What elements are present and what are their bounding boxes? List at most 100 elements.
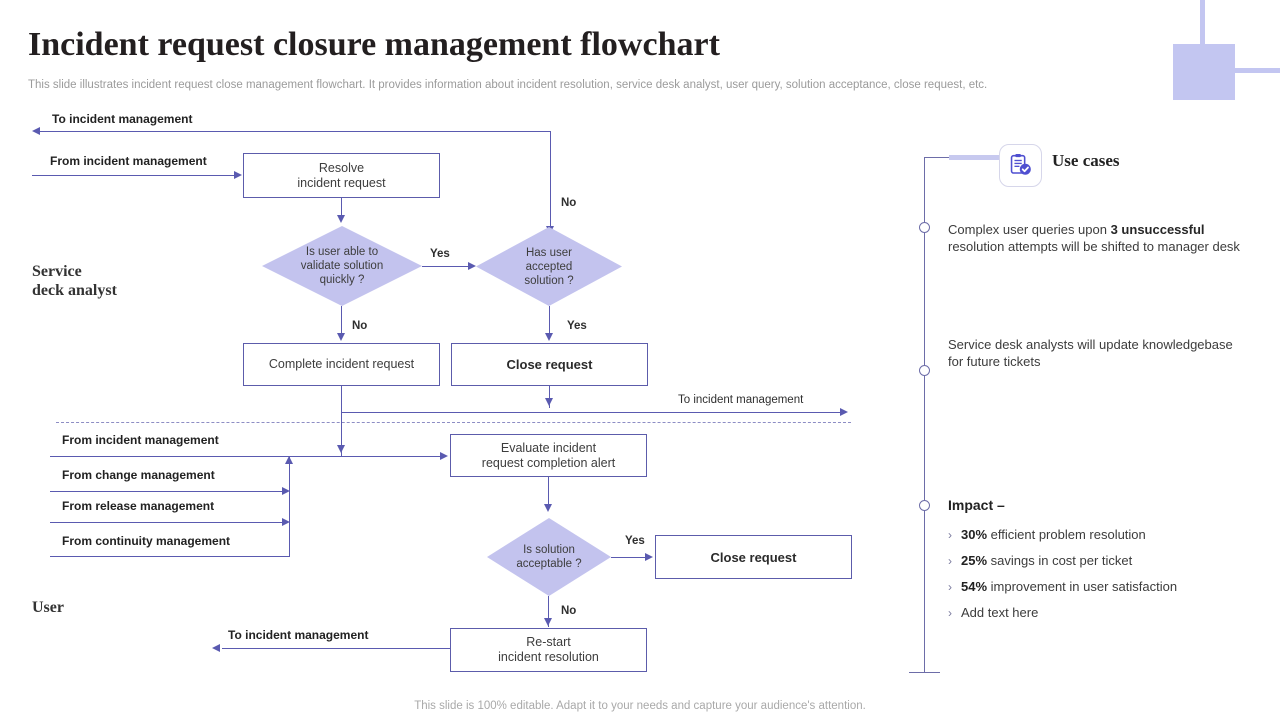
decision-validate-line3: quickly ? — [319, 274, 365, 286]
node-resolve-incident-request[interactable]: Resolve incident request — [243, 153, 440, 198]
arrowhead-to-incident-mid — [840, 408, 848, 416]
clipboard-check-icon — [1010, 154, 1031, 175]
arrowhead-resolve-to-validate — [337, 215, 345, 223]
decision-has-user-accepted[interactable]: Has user accepted solution ? — [476, 227, 622, 306]
decoration-square — [1173, 44, 1235, 100]
edge-label-to-incident-mid: To incident management — [678, 394, 804, 406]
use-case-item-1-post: resolution attempts will be shifted to m… — [948, 239, 1240, 254]
use-case-item-1: Complex user queries upon 3 unsuccessful… — [948, 221, 1248, 255]
edge-line-collector-riser — [289, 456, 290, 556]
impact-title: Impact – — [948, 497, 1005, 513]
arrowhead-to-incident-bottom — [212, 644, 220, 652]
swimlane-divider — [56, 422, 851, 423]
arrowhead-no-validate — [337, 333, 345, 341]
chevron-right-icon: › — [948, 528, 952, 542]
node-restart-incident-resolution[interactable]: Re-start incident resolution — [450, 628, 647, 672]
edge-label-no-accepted: No — [561, 197, 577, 209]
decision-validate-solution[interactable]: Is user able to validate solution quickl… — [262, 226, 422, 306]
decision-accepted-line3: solution ? — [524, 274, 574, 287]
arrowhead-from-change — [282, 487, 290, 495]
arrowhead-from-release — [282, 518, 290, 526]
edge-line-resolve-to-validate — [341, 198, 342, 218]
impact-item-2: ›25% savings in cost per ticket — [948, 553, 1132, 568]
chevron-right-icon: › — [948, 580, 952, 594]
decision-accepted-line1: Has user — [525, 246, 572, 259]
edge-label-yes-validate: Yes — [430, 248, 450, 260]
impact-item-1-strong: 30% — [961, 527, 988, 542]
lane-label-line1: Service — [32, 263, 82, 280]
use-cases-title: Use cases — [1052, 151, 1120, 170]
edge-label-yes-accepted: Yes — [567, 320, 587, 332]
decision-accepted-line2: accepted — [525, 260, 573, 273]
decision-acceptable-line1: Is solution — [523, 544, 575, 556]
edge-label-from-incident-mid: From incident management — [62, 433, 219, 447]
edge-line-yes-accepted — [549, 306, 550, 335]
edge-label-to-incident-bottom: To incident management — [228, 628, 369, 642]
node-complete-label: Complete incident request — [268, 357, 415, 371]
decision-validate-line2: validate solution — [300, 260, 384, 272]
timeline-dot-1 — [919, 222, 930, 233]
impact-item-3-text: improvement in user satisfaction — [987, 579, 1178, 594]
edge-line-from-incident-mid — [50, 456, 441, 457]
node-close-request-bottom[interactable]: Close request — [655, 535, 852, 579]
edge-line-from-release — [50, 522, 283, 523]
node-resolve-line1: Resolve — [318, 160, 365, 175]
decoration-horizontal-line — [1235, 68, 1280, 73]
node-restart-line2: incident resolution — [498, 650, 599, 664]
edge-line-close-top-down — [549, 386, 550, 408]
arrowhead-close-top-down — [545, 398, 553, 406]
node-restart-line1: Re-start — [526, 635, 571, 649]
arrowhead-collector-riser — [285, 456, 293, 464]
edge-line-yes-acceptable — [611, 557, 646, 558]
edge-line-from-continuity — [50, 556, 290, 557]
impact-item-1-text: efficient problem resolution — [987, 527, 1146, 542]
arrowhead-to-incident-top — [32, 127, 40, 135]
node-resolve-line2: incident request — [297, 175, 386, 190]
node-complete-incident-request[interactable]: Complete incident request — [243, 343, 440, 386]
edge-line-from-change — [50, 491, 283, 492]
node-close-request-bottom-label: Close request — [710, 549, 797, 565]
edge-label-no-acceptable: No — [561, 605, 577, 617]
impact-item-2-text: savings in cost per ticket — [987, 553, 1133, 568]
lane-label-line2: deck analyst — [32, 282, 117, 299]
arrowhead-from-incident-mid — [440, 452, 448, 460]
edge-label-no-validate: No — [352, 320, 368, 332]
decision-acceptable-line2: acceptable ? — [516, 558, 582, 570]
impact-item-1: › 30% efficient problem resolution — [948, 527, 1146, 542]
impact-item-4-text: Add text here — [961, 605, 1039, 620]
lane-label-user: User — [32, 598, 64, 617]
edge-line-no-branch-down — [550, 131, 551, 236]
edge-line-to-incident-mid — [341, 412, 841, 413]
arrowhead-no-acceptable — [544, 618, 552, 626]
edge-label-to-incident-top: To incident management — [52, 112, 193, 126]
lane-label-service-desk-analyst: Service deck analyst — [32, 262, 117, 300]
node-close-request-top[interactable]: Close request — [451, 343, 648, 386]
page-title: Incident request closure management flow… — [28, 26, 720, 63]
use-case-item-2-pre: Service desk analysts will update knowle… — [948, 337, 1233, 369]
edge-line-no-acceptable — [548, 596, 549, 627]
impact-item-3: › 54% improvement in user satisfaction — [948, 579, 1177, 594]
use-case-item-1-strong: 3 unsuccessful — [1110, 222, 1205, 237]
node-evaluate-incident-request[interactable]: Evaluate incident request completion ale… — [450, 434, 647, 477]
node-evaluate-line2: request completion alert — [481, 455, 616, 470]
arrowhead-from-incident-top — [234, 171, 242, 179]
edge-label-from-change: From change management — [62, 468, 215, 482]
timeline-dot-3 — [919, 500, 930, 511]
use-cases-icon-container — [999, 144, 1042, 187]
lane-label-user-text: User — [32, 599, 64, 616]
impact-item-4: ›Add text here — [948, 605, 1038, 620]
edge-line-to-incident-bottom — [222, 648, 450, 649]
edge-label-from-continuity: From continuity management — [62, 534, 231, 548]
arrowhead-evaluate-to-acceptable — [544, 504, 552, 512]
use-case-item-1-pre: Complex user queries upon — [948, 222, 1111, 237]
timeline-bottom-cap — [909, 672, 940, 673]
edge-line-yes-validate — [422, 266, 469, 267]
decision-validate-line1: Is user able to — [305, 246, 379, 258]
edge-line-evaluate-to-acceptable — [548, 477, 549, 510]
decision-is-solution-acceptable[interactable]: Is solution acceptable ? — [487, 518, 611, 596]
impact-item-3-strong: 54% — [961, 579, 988, 594]
timeline-accent-bar — [949, 155, 999, 160]
timeline-vertical-line — [924, 157, 925, 672]
edge-line-complete-down — [341, 386, 342, 457]
